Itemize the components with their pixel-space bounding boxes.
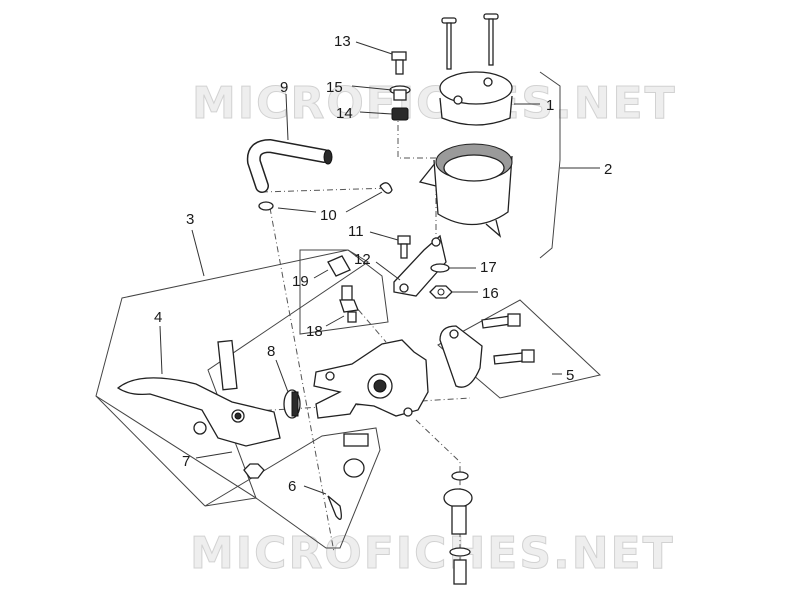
clamp-10-parts <box>258 182 393 211</box>
cap-screws <box>441 13 499 70</box>
nut-7-part <box>193 421 265 479</box>
callout-4: 4 <box>154 309 162 326</box>
watermark-bottom: MICROFICHES.NET <box>190 528 675 579</box>
callout-2: 2 <box>604 161 612 178</box>
pivot-pin-8-part <box>217 339 238 391</box>
callout-14: 14 <box>336 105 353 122</box>
bolt-13-part <box>391 51 407 75</box>
nut-16-part <box>429 285 453 299</box>
bushing-part <box>283 389 301 419</box>
callout-19: 19 <box>292 273 309 290</box>
callout-5: 5 <box>566 367 574 384</box>
grommet-14-part <box>391 107 409 121</box>
callout-8: 8 <box>267 343 275 360</box>
callout-12: 12 <box>354 251 371 268</box>
bleed-valve-18-part <box>339 285 359 323</box>
banjo-fitting-part <box>443 471 473 585</box>
callout-15: 15 <box>326 79 343 96</box>
callout-1: 1 <box>546 97 554 114</box>
callout-16: 16 <box>482 285 499 302</box>
callout-6: 6 <box>288 478 296 495</box>
callout-10: 10 <box>320 207 337 224</box>
watermark-top: MICROFICHES.NET <box>192 78 677 129</box>
callout-11: 11 <box>348 223 364 240</box>
bleed-cap-19-part <box>327 255 351 277</box>
bracket-12-part <box>393 234 447 297</box>
reservoir-body-part <box>418 143 513 238</box>
assembly-frames <box>95 71 602 549</box>
handlebar-clamp-part <box>439 313 535 388</box>
washer-17-part <box>430 263 450 273</box>
callout-17: 17 <box>480 259 497 276</box>
brake-lever-4-part <box>116 377 281 447</box>
master-cylinder-body-part <box>313 339 429 419</box>
callout-3: 3 <box>186 211 194 228</box>
callout-labels: 1 2 3 4 5 6 7 8 9 10 11 12 13 14 15 16 1… <box>154 33 612 495</box>
callout-7: 7 <box>182 453 190 470</box>
reservoir-cap-part <box>439 71 513 126</box>
leader-lines <box>159 41 600 495</box>
callout-18: 18 <box>306 323 323 340</box>
hose-9-part <box>246 138 333 193</box>
callout-9: 9 <box>280 79 288 96</box>
switch-6-part <box>327 433 369 520</box>
callout-13: 13 <box>334 33 351 50</box>
